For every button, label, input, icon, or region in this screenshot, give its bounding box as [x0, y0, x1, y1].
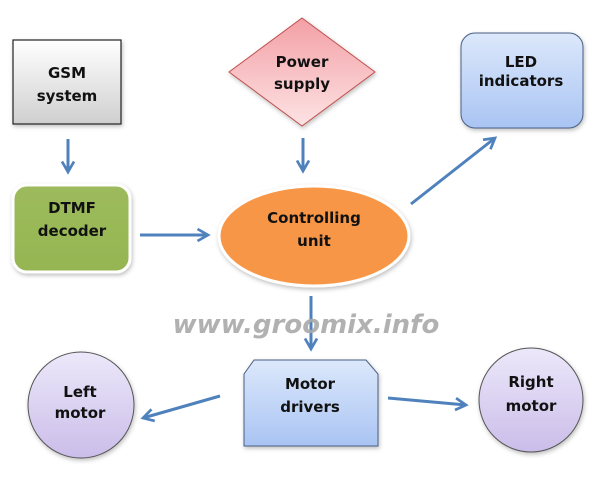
node-led-indicators: LED indicators — [460, 32, 584, 129]
node-label-line: Left — [63, 383, 96, 401]
node-motor-drivers: Motor drivers — [243, 359, 379, 447]
node-label-line: drivers — [280, 398, 340, 416]
node-label-line: supply — [274, 75, 330, 93]
node-label-line: unit — [297, 232, 331, 250]
node-label-line: system — [37, 87, 98, 105]
arrow-controller-to-led — [410, 136, 498, 206]
node-label-line: DTMF — [48, 199, 96, 217]
arrow-drivers-to-right-motor — [387, 396, 469, 412]
node-label-line: motor — [506, 397, 557, 415]
node-label-line: indicators — [479, 72, 564, 90]
node-left-motor: Left motor — [27, 351, 135, 459]
arrow-drivers-to-left-motor — [140, 394, 221, 423]
node-label-line: decoder — [38, 222, 107, 240]
node-right-motor: Right motor — [478, 347, 584, 453]
node-label-line: Controlling — [267, 209, 361, 227]
node-label-line: Power — [276, 53, 329, 71]
node-power-supply: Power supply — [228, 17, 376, 127]
node-label-line: LED — [505, 53, 537, 71]
node-label-line: motor — [55, 404, 106, 422]
node-dtmf-decoder: DTMF decoder — [11, 183, 132, 274]
node-controlling-unit: Controlling unit — [217, 184, 411, 288]
node-label-line: Motor — [285, 375, 336, 393]
watermark-text: www.groomix.info — [173, 310, 440, 340]
node-label-line: GSM — [48, 64, 86, 82]
node-gsm-system: GSM system — [12, 39, 122, 125]
edges — [60, 136, 498, 423]
node-label-line: Right — [508, 373, 553, 391]
